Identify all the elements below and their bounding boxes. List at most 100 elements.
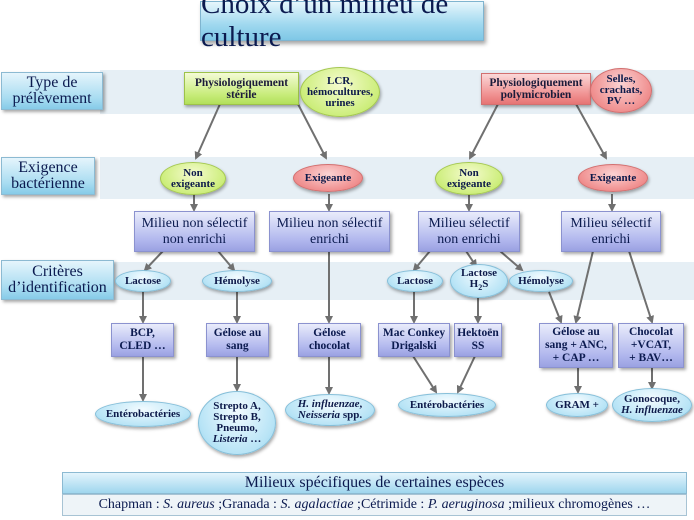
node-text: Physiologiquement — [489, 77, 583, 89]
node-text: sang — [226, 340, 249, 352]
node-text: SS — [471, 340, 485, 352]
node-text: enrichi — [310, 231, 349, 247]
node-text: Lactose — [460, 267, 498, 280]
row-label-line: Exigence — [18, 159, 78, 176]
node-text: H. influenzae — [621, 404, 683, 416]
page-title: Choix d’un milieu de culture — [200, 0, 484, 53]
node-text: +VCAT, — [630, 339, 672, 351]
node-text: Gélose au — [552, 326, 600, 338]
node-enterobacteries-2: Entérobactéries — [398, 393, 496, 417]
node-text: Gélose au — [213, 327, 262, 339]
specifique-item: milieux chromogènes … — [511, 497, 651, 512]
node-text: Mac Conkey — [382, 327, 446, 339]
node-text: Lactose — [396, 274, 434, 287]
node-text: + BAV… — [629, 352, 673, 364]
node-text: non enrichi — [437, 231, 501, 247]
node-text: Hémolyse — [518, 274, 564, 287]
node-text: enrichi — [591, 231, 631, 247]
node-text: stérile — [226, 88, 257, 101]
specifiques-list: Chapman : S. aureus ; Granada : S. agala… — [62, 494, 687, 516]
node-text: Non — [459, 166, 479, 179]
node-text: H. influenzae, — [297, 398, 363, 410]
node-text: CLED … — [119, 340, 166, 352]
row-label-line: Type de — [26, 74, 78, 91]
specifique-item: Chapman : S. aureus ; — [98, 497, 223, 512]
node-text: Physiologiquement — [194, 76, 289, 89]
row-label-line: prélèvement — [12, 90, 92, 107]
node-critere-hemolyse-2: Hémolyse — [509, 270, 573, 292]
row-label-line: bactérienne — [11, 175, 85, 192]
node-text: Hektoën — [457, 327, 499, 339]
node-text: chocolat — [309, 340, 350, 352]
node-gram-plus: GRAM + — [546, 393, 608, 417]
node-text: Entérobactéries — [409, 398, 485, 411]
node-text: Non — [183, 166, 203, 179]
node-text: Neisseria spp. — [297, 409, 363, 421]
node-text: + CAP … — [552, 352, 600, 364]
node-gelose-chocolat-vcat: Chocolat+VCAT,+ BAV… — [618, 323, 684, 368]
node-text: sang + ANC, — [545, 339, 607, 351]
node-text: Milieu non sélectif — [276, 215, 383, 231]
node-text: crachats, — [599, 84, 643, 96]
node-text: Pneumo, — [216, 422, 258, 434]
node-text: Listeria … — [212, 433, 262, 445]
node-text: Exigeante — [589, 171, 637, 184]
node-critere-hemolyse-1: Hémolyse — [202, 270, 272, 292]
node-text: GRAM + — [555, 398, 599, 411]
node-critere-lactose-1: Lactose — [115, 270, 171, 292]
specifique-item: Cétrimide : P. aeruginosa ; — [360, 497, 512, 512]
node-text: BCP, — [130, 327, 155, 339]
node-polymicrobien-examples: Selles,crachats,PV … — [590, 68, 652, 113]
node-critere-lactose-2: Lactose — [387, 270, 443, 292]
node-text: Strepto B, — [213, 411, 261, 423]
node-text: polymicrobien — [500, 89, 572, 101]
node-gonocoque: Gonocoque,H. influenzae — [612, 388, 692, 422]
specifique-item: Granada : S. agalactiae ; — [222, 497, 361, 512]
node-text: Exigeante — [304, 171, 352, 184]
node-text: exigeante — [447, 177, 491, 190]
node-text: Hémolyse — [214, 274, 260, 287]
node-text: Milieu sélectif — [570, 215, 652, 231]
node-text: Strepto A, — [213, 400, 261, 412]
node-text: H2S — [469, 278, 489, 293]
node-text: Gonocoque, — [624, 393, 680, 405]
node-text: urines — [325, 96, 355, 109]
row-label-line: d’identification — [8, 279, 107, 296]
node-streptocoques: Strepto A,Strepto B,Pneumo,Listeria … — [198, 391, 276, 455]
node-text: PV … — [606, 95, 636, 107]
node-text: hémocultures, — [306, 85, 374, 98]
node-text: exigeante — [171, 177, 215, 190]
node-text: Gélose — [313, 327, 346, 339]
node-gelose-bcp: BCP,CLED … — [111, 323, 174, 357]
node-exigeante-1: Exigeante — [293, 164, 363, 192]
node-text: Drigalski — [391, 340, 437, 352]
node-text: Chocolat — [628, 326, 674, 338]
row-label-line: Critères — [32, 263, 83, 280]
node-text: non enrichi — [162, 231, 227, 247]
node-text: Entérobactéries — [105, 407, 181, 420]
node-sterile-examples: LCR,hémocultures,urines — [300, 67, 380, 117]
node-text: LCR, — [327, 74, 353, 87]
node-haemophilus-neisseria: H. influenzae,Neisseria spp. — [285, 394, 375, 426]
node-exigeante-2: Exigeante — [578, 164, 648, 192]
node-text: Selles, — [606, 73, 636, 85]
node-text: Milieu non sélectif — [141, 215, 248, 231]
